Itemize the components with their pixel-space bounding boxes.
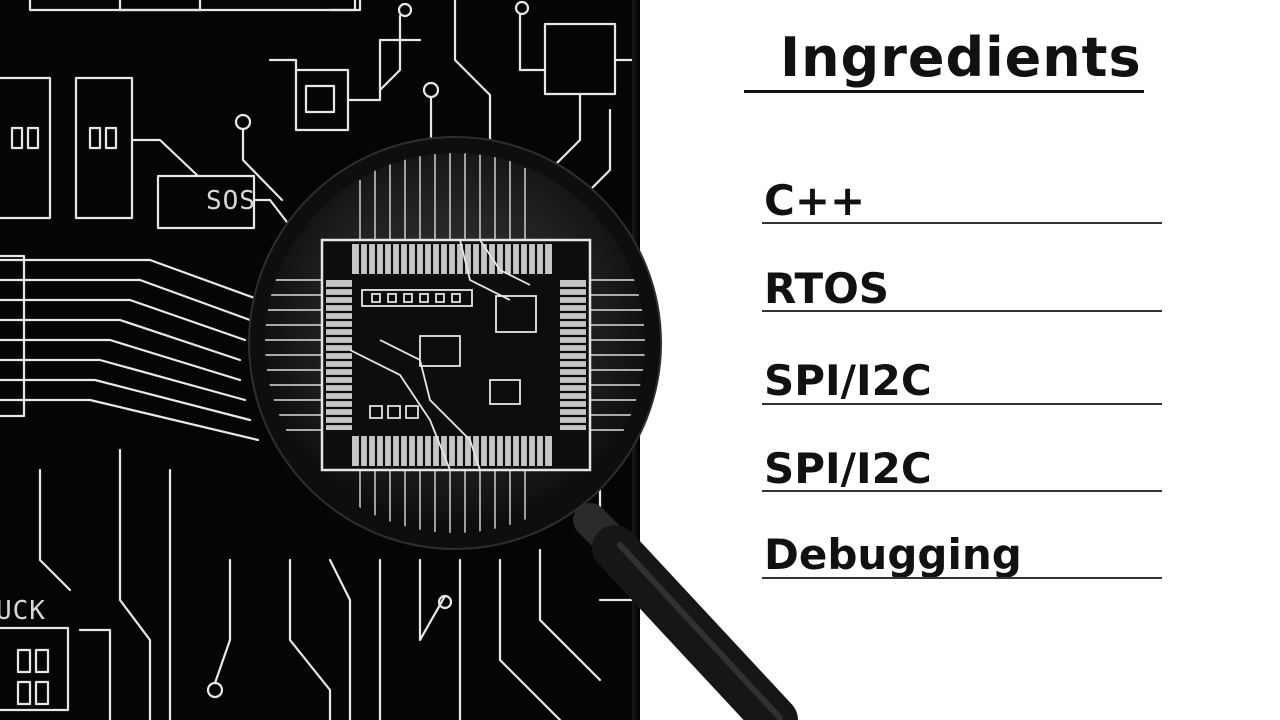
- list-item: SPI/I2C: [764, 356, 932, 405]
- title-underline: [744, 90, 1144, 93]
- board-edge: [632, 0, 640, 720]
- silkscreen-label: SOS: [206, 186, 256, 216]
- item-underline: [762, 222, 1162, 224]
- list-item: RTOS: [764, 264, 890, 313]
- item-underline: [762, 403, 1162, 405]
- silkscreen-label: UCK: [0, 596, 46, 626]
- item-underline: [762, 490, 1162, 492]
- list-item: SPI/I2C: [764, 444, 932, 493]
- list-item: Debugging: [764, 530, 1022, 579]
- item-underline: [762, 577, 1162, 579]
- circuit-traces: [0, 0, 640, 720]
- item-underline: [762, 310, 1162, 312]
- ingredients-list: Ingredients C++ RTOS SPI/I2C SPI/I2C Deb…: [640, 0, 1280, 720]
- circuit-board-illustration: SOS UCK: [0, 0, 640, 720]
- list-title: Ingredients: [780, 26, 1142, 89]
- list-item: C++: [764, 176, 866, 225]
